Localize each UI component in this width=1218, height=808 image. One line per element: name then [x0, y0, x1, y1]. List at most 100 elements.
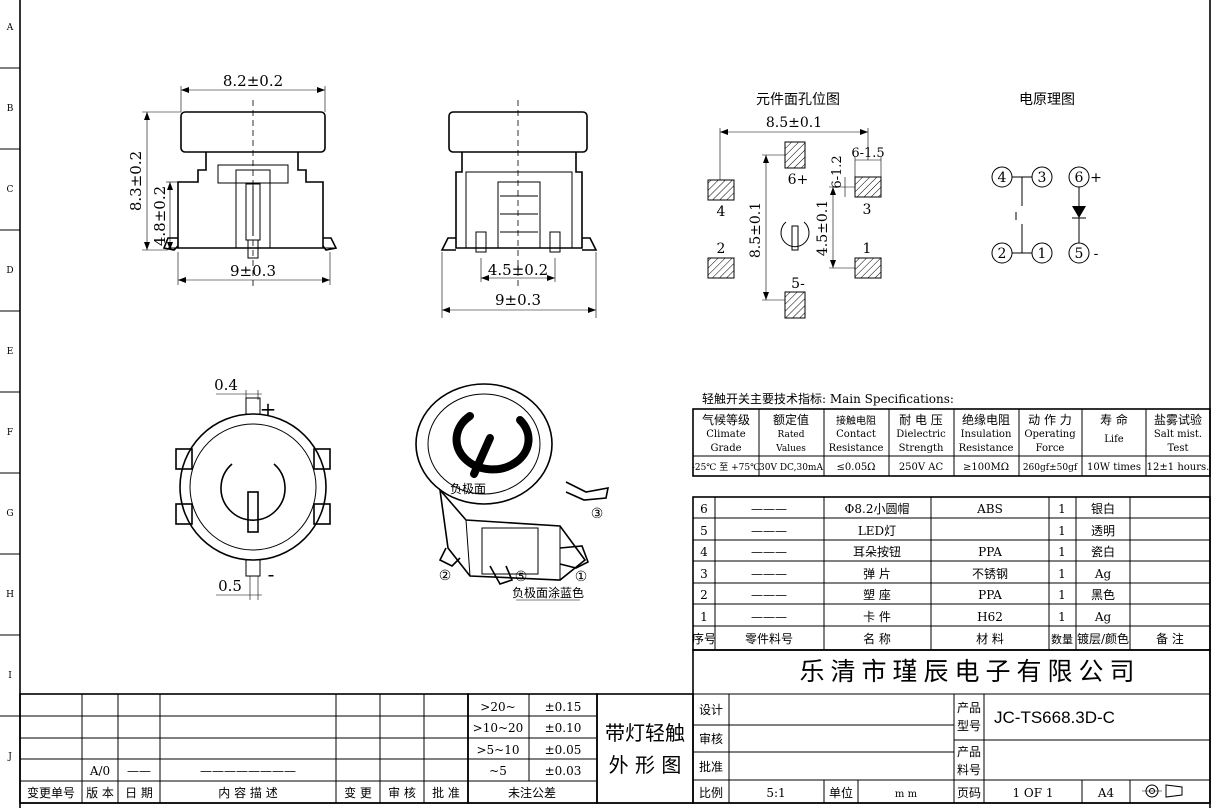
dim-body-height: 4.8±0.2	[151, 186, 169, 246]
pin-label-3: 3	[863, 202, 872, 218]
bom-row-3: 3 ——— 弹 片 不锈钢 1 Ag	[700, 567, 1111, 581]
rev-version: A/0	[89, 764, 110, 778]
row-letter-j: J	[7, 752, 12, 762]
iso-pin-1: ①	[575, 569, 588, 585]
tolerance-table: >20~ ±0.15 >10~20 ±0.10 >5~10 ±0.05 ~5 ±…	[467, 693, 598, 804]
hole-layout: 元件面孔位图 8.5±0.1 4 2 6+ 5- 3 1 8.5±0.1	[707, 92, 885, 319]
node-5: 5	[1075, 246, 1084, 262]
pad-1	[854, 257, 882, 279]
bom-finish: 瓷白	[1091, 544, 1115, 559]
pin-label-4: 4	[717, 204, 726, 220]
tol-range-3: >5~10	[476, 743, 519, 757]
hole-layout-title: 元件面孔位图	[756, 92, 840, 108]
spec-v5: ≥100MΩ	[963, 462, 1009, 473]
spec-v6: 260gf±50gf	[1023, 463, 1078, 473]
spec-h4b: Dielectric	[896, 429, 946, 440]
bom-part: ———	[751, 545, 787, 559]
cathode-note: 负极面涂蓝色	[512, 585, 584, 600]
label-model-2: 型号	[957, 719, 981, 733]
bom-row-6: 6 ——— Φ8.2小圆帽 ABS 1 银白	[700, 501, 1115, 516]
bom-no: 5	[700, 524, 708, 538]
spec-h6a: 动 作 力	[1028, 413, 1072, 427]
spec-h1b: Climate	[706, 429, 746, 440]
label-pn-1: 产品	[957, 745, 981, 759]
rev-date: ——	[127, 764, 151, 778]
tol-val-2: ±0.10	[545, 721, 582, 735]
led-minus: -	[1094, 246, 1099, 262]
bottom-view: 0.4 + 0.5 -	[175, 376, 331, 600]
spec-h2b: Rated	[777, 430, 804, 440]
spec-h1a: 气候等级	[702, 412, 750, 427]
dim-cap-width: 8.2±0.2	[223, 72, 283, 90]
dim-gap: 0.5	[218, 577, 242, 595]
bom-material: PPA	[978, 545, 1002, 559]
bom-name: 弹 片	[863, 567, 891, 581]
bom-qty: 1	[1058, 502, 1066, 516]
bom-row-1: 1 ——— 卡 件 H62 1 Ag	[700, 610, 1111, 624]
bom-header-name: 名 称	[863, 631, 891, 646]
bom-header-material: 材 料	[976, 632, 1004, 646]
bom-material: ABS	[976, 502, 1003, 516]
bom-finish: Ag	[1094, 610, 1112, 624]
spec-h2a: 额定值	[773, 412, 809, 427]
label-pn-2: 料号	[957, 763, 981, 777]
spec-h3a: 接触电阻	[836, 414, 876, 427]
row-letter-i: I	[8, 671, 12, 681]
tol-val-3: ±0.05	[545, 743, 582, 757]
sheet-size: A4	[1097, 786, 1115, 800]
iso-pin-3: ③	[591, 506, 604, 522]
spec-h1c: Grade	[710, 443, 741, 454]
rev-desc: ————————	[200, 764, 296, 778]
bom-no: 3	[700, 567, 708, 581]
label-unit: 单位	[829, 785, 853, 800]
model-number: JC-TS668.3D-C	[994, 708, 1115, 727]
bom-part: ———	[751, 524, 787, 538]
bom-qty: 1	[1058, 545, 1066, 559]
bom-header-qty: 数量	[1051, 633, 1073, 646]
bom-header-part: 零件料号	[745, 632, 793, 646]
dim-total-height: 8.3±0.2	[127, 151, 145, 211]
iso-view: 负极面 负极面涂蓝色 ③ ② ⑤ ①	[415, 383, 610, 601]
bom-header-no: 序号	[692, 631, 716, 646]
spec-h4a: 耐 电 压	[899, 413, 943, 427]
label-model-1: 产品	[957, 701, 981, 715]
pin-label-6: 6+	[788, 172, 809, 188]
rev-h-date: 日 期	[125, 786, 153, 800]
specs-table: 轻触开关主要技术指标: Main Specifications: 气候等级 Cl…	[692, 391, 1211, 477]
bom-part: ———	[751, 567, 787, 581]
bom-row-2: 2 ——— 塑 座 PPA 1 黑色	[700, 587, 1115, 602]
bom-name: 塑 座	[863, 587, 891, 602]
row-letter-e: E	[7, 347, 14, 357]
bom-part: ———	[751, 610, 787, 624]
spec-h7a: 寿 命	[1100, 412, 1128, 427]
spec-v1: -25℃ 至 +75℃	[692, 462, 760, 473]
label-review: 审核	[699, 731, 723, 746]
spec-h5c: Resistance	[959, 443, 1014, 454]
bottom-minus: -	[268, 562, 275, 586]
led-diode-icon	[1072, 206, 1086, 218]
label-page: 页码	[957, 786, 981, 800]
spec-h3c: Resistance	[829, 443, 884, 454]
specs-title: 轻触开关主要技术指标: Main Specifications:	[702, 391, 954, 406]
bom-table: 6 ——— Φ8.2小圆帽 ABS 1 银白 5 ——— LED灯 1 透明 4…	[692, 496, 1211, 651]
pin-label-2: 2	[717, 241, 726, 257]
bom-name: 卡 件	[863, 610, 891, 624]
node-2: 2	[998, 246, 1007, 262]
page-value: 1 OF 1	[1012, 786, 1053, 800]
spec-h8a: 盐雾试验	[1154, 412, 1202, 427]
tol-range-2: >10~20	[473, 721, 524, 735]
dim-base-width: 9±0.3	[230, 262, 276, 280]
bom-finish: Ag	[1094, 567, 1112, 581]
spec-h6b: Operating	[1024, 429, 1076, 440]
rev-h-review: 审 核	[388, 785, 416, 800]
spec-v4: 250V AC	[899, 462, 944, 473]
tol-range-4: ~5	[489, 764, 507, 778]
drawing-title: 带灯轻触 外 形 图	[596, 693, 694, 804]
spec-v8: 12±1 hours.	[1147, 462, 1210, 473]
bom-material: H62	[977, 610, 1003, 624]
bottom-plus: +	[260, 397, 277, 421]
label-scale: 比例	[699, 786, 723, 800]
bom-name: 耳朵按钮	[853, 544, 901, 559]
pad-dim-1: 6-1.5	[851, 146, 884, 161]
